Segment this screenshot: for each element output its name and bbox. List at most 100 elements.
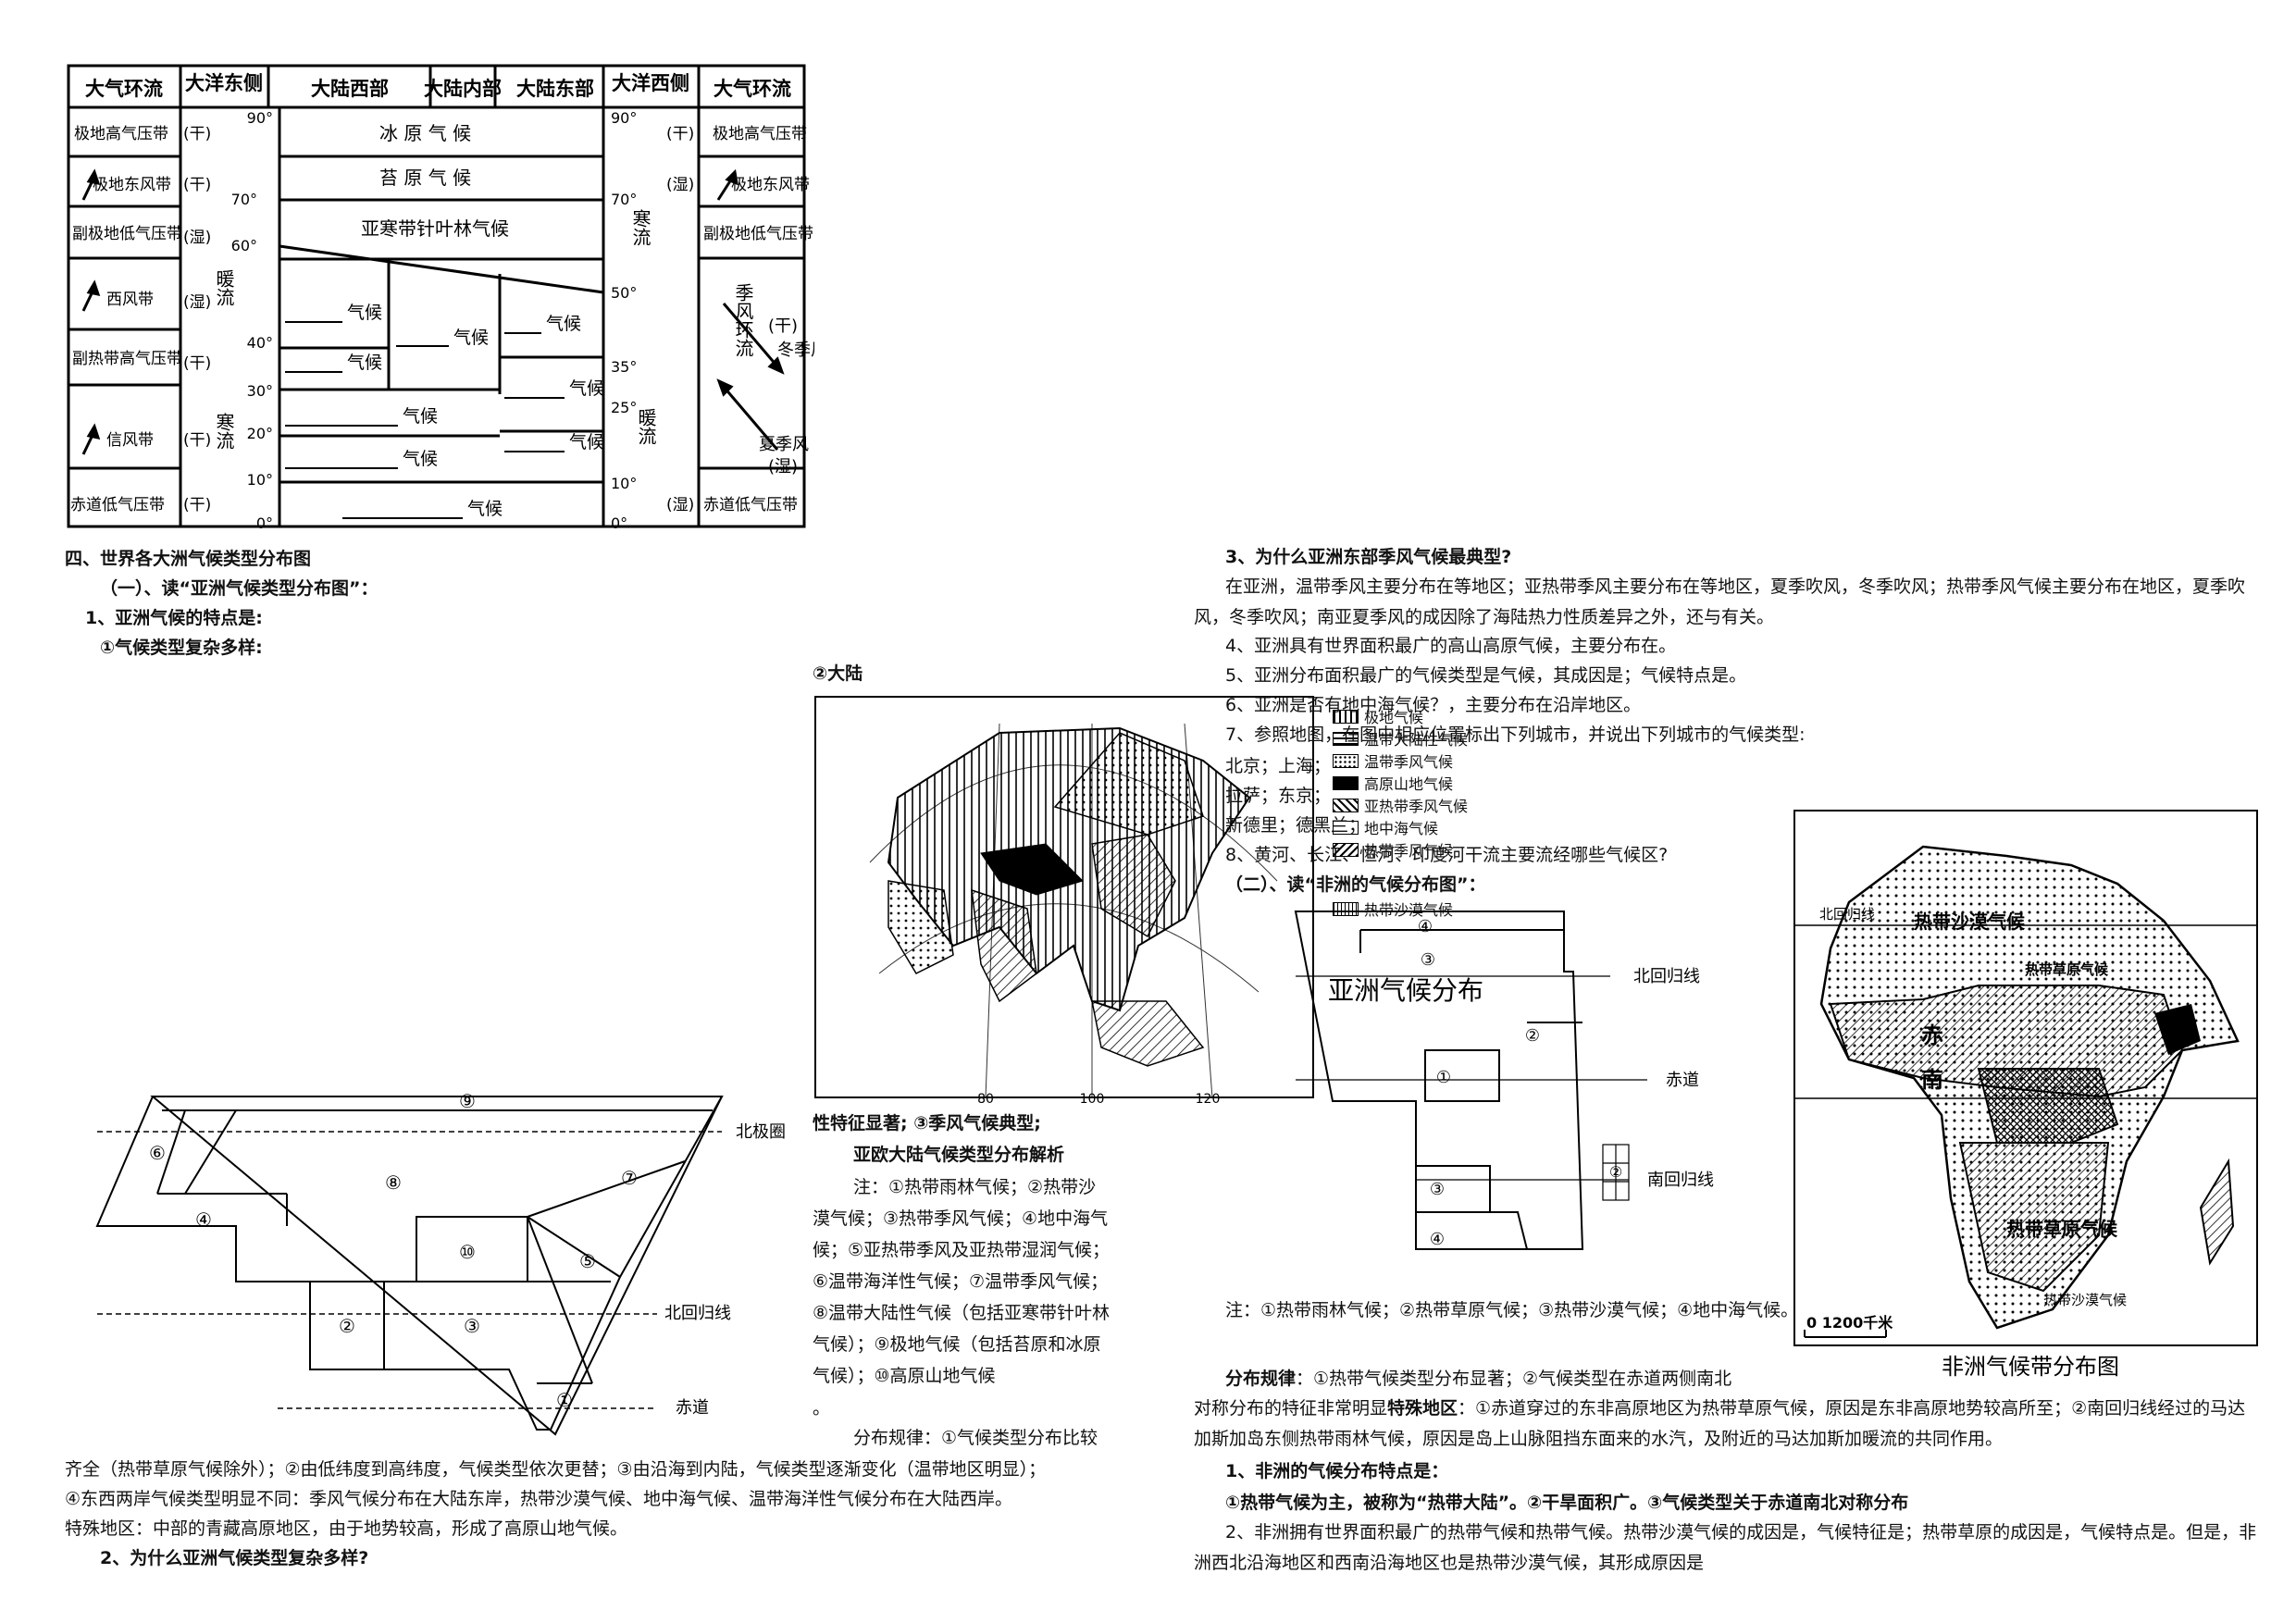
section-heading-4: 四、世界各大洲气候类型分布图 <box>65 549 312 569</box>
mark-right-dry: (干) <box>666 125 694 143</box>
blank-climate-label: 气候 <box>569 432 604 452</box>
africa-question-1: 1、非洲的气候分布特点是： <box>1225 1461 1449 1481</box>
label-south: 南 <box>1921 1067 1943 1093</box>
lat-60: 60° <box>231 237 257 254</box>
left-row-westerlies: 西风带 <box>106 291 154 309</box>
legend-swatch <box>1333 798 1359 812</box>
asia-question-2: 2、为什么亚洲气候类型复杂多样? <box>100 1548 369 1568</box>
label-equator-chi: 赤 <box>1921 1022 1943 1048</box>
header-continent-east: 大陆东部 <box>516 78 594 100</box>
lat-right-10: 10° <box>611 475 637 492</box>
label-tropic-cancer: 北回归线 <box>664 1304 731 1323</box>
eurasia-climate-note: 注：①热带雨林气候；②热带沙漠气候；③热带季风气候；④地中海气候；⑤亚热带季风及… <box>813 1177 1111 1386</box>
blank-climate-label: 气候 <box>347 353 382 373</box>
lat-right-35: 35° <box>611 358 637 376</box>
climate-ice-cap: 冰 原 气 候 <box>379 122 471 144</box>
monsoon-label: 季风环流 <box>732 283 754 357</box>
zone-2: ② <box>339 1315 355 1337</box>
africa-question-1-answer: ①热带气候为主，被称为“热带大陆”。②干旱面积广。③气候类型关于赤道南北对称分布 <box>1225 1493 1909 1513</box>
asia-special-region: 特殊地区：中部的青藏高原地区，由于地势较高，形成了高原山地气候。 <box>65 1518 628 1539</box>
blank-climate-label: 气候 <box>403 449 438 469</box>
label-arctic-circle: 北极圈 <box>736 1122 786 1142</box>
right-row-polar-high: 极地高气压带 <box>713 125 807 143</box>
question-3: 3、为什么亚洲东部季风气候最典型? <box>1225 547 1512 567</box>
africa-question-2: 2、非洲拥有世界面积最广的热带气候和热带气候。热带沙漠气候的成因是，气候特征是；… <box>1194 1522 2257 1573</box>
asia-climate-map: 80 100 120 <box>814 696 1314 1103</box>
lat-90: 90° <box>247 109 273 127</box>
left-row-subpolar-low: 副极地低气压带 <box>72 225 182 243</box>
zone-1: ① <box>1436 1068 1451 1087</box>
question-7: 7、参照地图，在图中相应位置标出下列城市，并说出下列城市的气候类型: <box>1225 725 1806 745</box>
zone-4: ④ <box>1418 917 1433 936</box>
winter-monsoon-dry: (干) <box>768 316 798 336</box>
label-tropic-capricorn: 南回归线 <box>1647 1171 1714 1190</box>
blank-climate-label: 气候 <box>403 406 438 427</box>
summer-monsoon: 夏季风 <box>759 435 809 454</box>
mark-wet: (湿) <box>183 229 211 247</box>
header-right-circulation: 大气环流 <box>714 78 791 100</box>
blank-climate-label: 气候 <box>546 314 581 334</box>
zone-3: ③ <box>464 1315 480 1337</box>
map-scale: 0 1200千米 <box>1806 1314 1893 1332</box>
lat-40: 40° <box>247 334 273 352</box>
mark-dry: (干) <box>183 176 211 194</box>
question-7-cities-2: 拉萨；东京； <box>1225 786 1332 806</box>
zone-3-south: ③ <box>1430 1180 1445 1199</box>
lat-right-90: 90° <box>611 109 637 127</box>
legend-swatch <box>1333 842 1359 857</box>
right-row-polar-east: 极地东风带 <box>731 176 810 194</box>
cold-current-left: 寒流 <box>213 413 235 450</box>
zone-4-south: ④ <box>1430 1230 1445 1249</box>
question-5: 5、亚洲分布面积最广的气候类型是气候，其成因是；气候特点是。 <box>1225 665 1747 686</box>
asia-schematic-title: 亚洲气候分布 <box>1328 975 1483 1006</box>
header-continent-west: 大陆西部 <box>311 78 389 100</box>
left-row-polar-east: 极地东风带 <box>93 176 171 194</box>
zone-9: ⑨ <box>459 1090 476 1112</box>
cold-current-right: 寒流 <box>629 209 652 246</box>
legend-label: 温带大陆性气候 <box>1364 731 1469 749</box>
mark-wet: (湿) <box>183 293 211 312</box>
legend-swatch <box>1333 709 1359 724</box>
climate-tundra: 苔 原 气 候 <box>379 167 471 189</box>
lat-0: 0° <box>256 514 273 532</box>
warm-current-right: 暖流 <box>635 408 657 445</box>
mark-dry: (干) <box>183 496 211 514</box>
header-continent-interior: 大陆内部 <box>424 78 502 100</box>
zone-10: ⑩ <box>459 1241 476 1263</box>
rule-continued: 对称分布的特征非常明显 <box>1194 1398 1388 1419</box>
question-7-cities-1: 北京；上海； <box>1225 756 1332 776</box>
label-tropic-cancer: 北回归线 <box>1819 906 1875 923</box>
asia-feature-para-2: ④东西两岸气候类型明显不同：季风气候分布在大陆东岸，热带沙漠气候、地中海气候、温… <box>65 1489 1013 1509</box>
africa-special-region: 对称分布的特征非常明显特殊地区：①赤道穿过的东非高原地区为热带草原气候，原因是东… <box>1194 1394 2258 1455</box>
rule-label: 分布规律 <box>1225 1369 1297 1389</box>
continent-label: ②大陆 <box>813 663 863 684</box>
blank-climate-label: 气候 <box>347 303 382 323</box>
header-left-circulation: 大气环流 <box>85 78 163 100</box>
asia-feature-line: 性特征显著; ③季风气候典型; <box>813 1113 1041 1134</box>
lon-120: 120 <box>1196 1092 1221 1103</box>
africa-map-title: 非洲气候带分布图 <box>1942 1354 2119 1380</box>
lon-100: 100 <box>1080 1092 1105 1103</box>
mark-dry: (干) <box>183 431 211 450</box>
zone-3: ③ <box>1421 950 1435 970</box>
legend-label: 地中海气候 <box>1364 820 1439 837</box>
zone-5: ⑤ <box>579 1250 596 1272</box>
zone-6: ⑥ <box>149 1142 166 1164</box>
zone-7: ⑦ <box>621 1167 638 1189</box>
winter-monsoon: 冬季风 <box>777 341 814 360</box>
read-africa-map-heading: （二）、读“非洲的气候分布图”： <box>1225 874 1486 895</box>
lat-right-70: 70° <box>611 191 637 208</box>
left-row-subtropical-high: 副热带高气压带 <box>72 350 182 368</box>
left-row-equatorial-low: 赤道低气压带 <box>70 496 165 514</box>
label-tropic-cancer: 北回归线 <box>1633 967 1700 986</box>
africa-climate-note: 注：①热带雨林气候；②热带草原气候；③热带沙漠气候；④地中海气候。 <box>1225 1300 1799 1320</box>
asia-question-1a: ①气候类型复杂多样: <box>100 638 263 658</box>
legend-label: 极地气候 <box>1364 709 1424 726</box>
label-savanna-north: 热带草原气候 <box>2025 961 2109 978</box>
legend-label: 热带沙漠气候 <box>1364 901 1454 919</box>
legend-swatch <box>1333 775 1359 790</box>
special-label: 特殊地区 <box>1387 1398 1458 1419</box>
climate-taiga: 亚寒带针叶林气候 <box>361 217 509 240</box>
lat-30: 30° <box>247 382 273 400</box>
blank-climate-label: 气候 <box>453 328 489 348</box>
